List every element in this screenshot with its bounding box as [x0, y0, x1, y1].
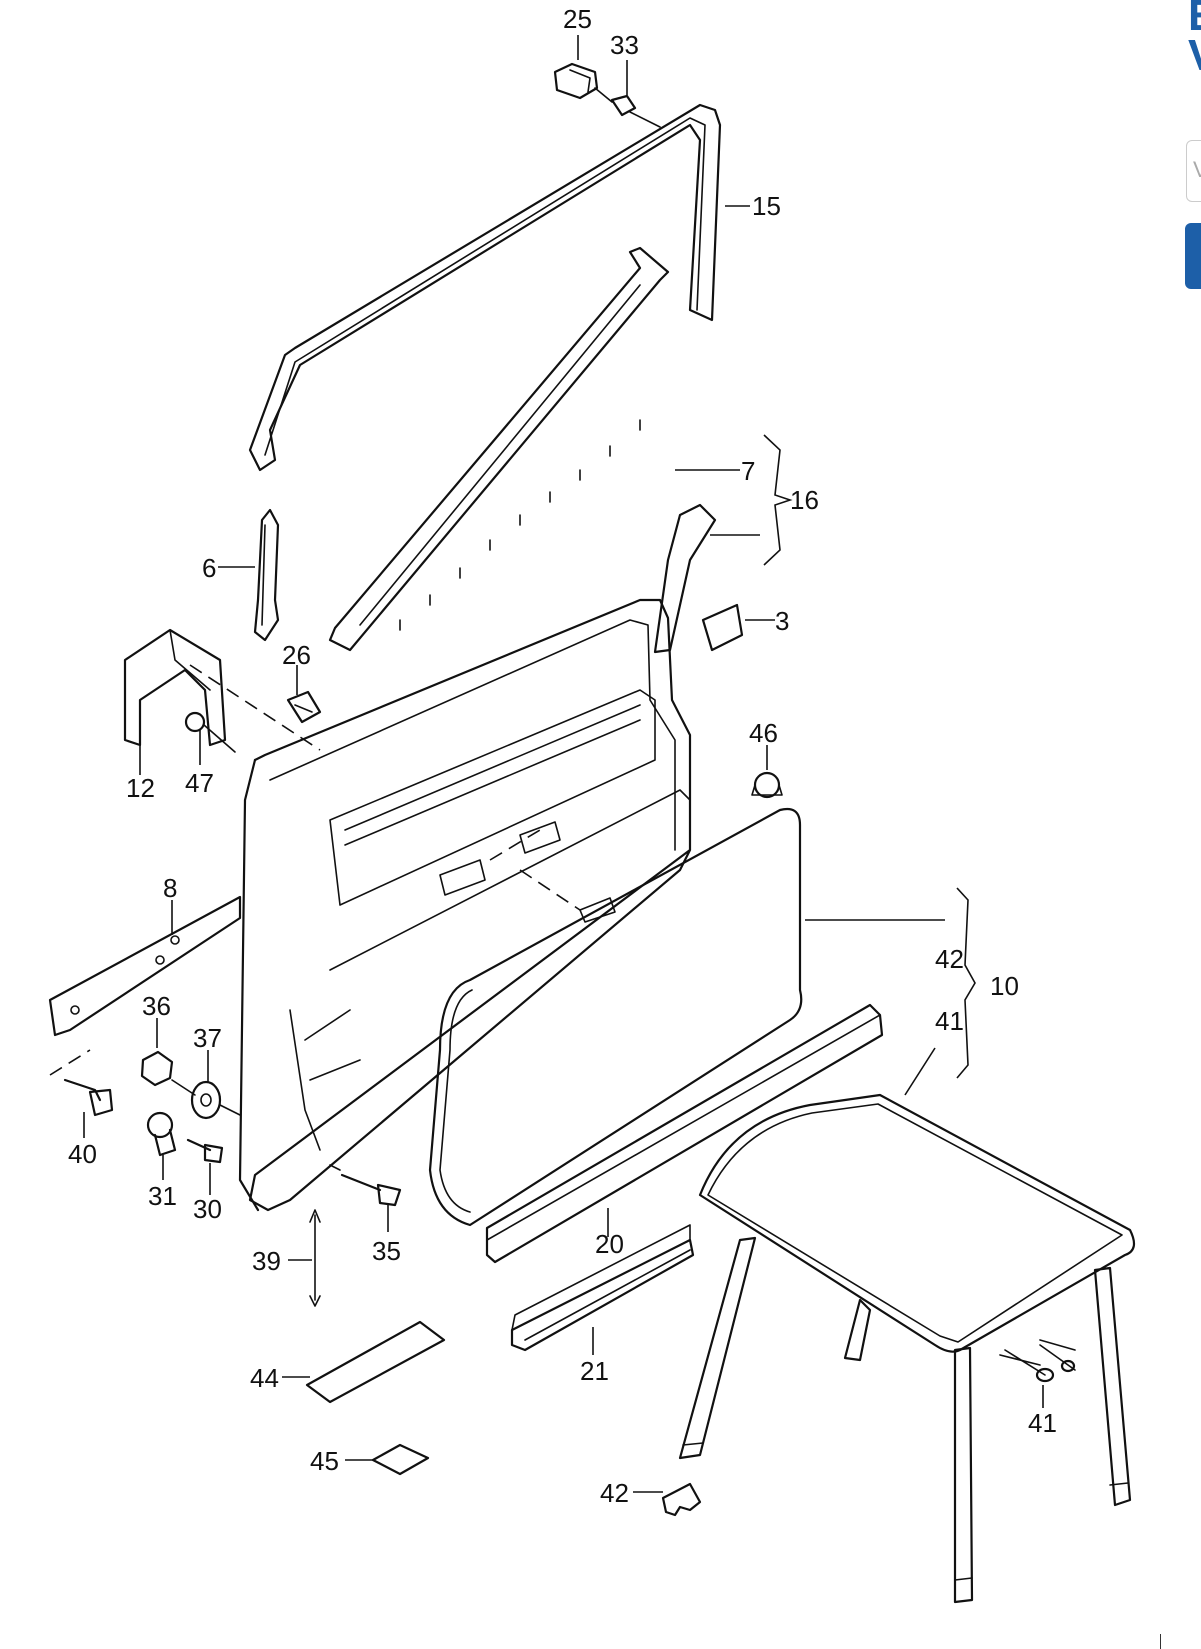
side-panel-title: E V: [1188, 0, 1201, 78]
part-26-clip: [286, 690, 322, 724]
callout-numbers: 25 33 15 7 16 6 3 26 12 47 46 8 42 10 41…: [68, 4, 1057, 1508]
part-21-channel: [510, 1224, 695, 1352]
callout-40: 40: [68, 1139, 97, 1169]
part-30-screw: [186, 1138, 224, 1164]
callout-37: 37: [193, 1023, 222, 1053]
part-44-pad: [305, 1320, 446, 1404]
part-35-screw: [340, 1173, 402, 1207]
part-12-bracket: [123, 628, 227, 747]
callout-15: 15: [752, 191, 781, 221]
side-panel-input-text: V: [1193, 157, 1201, 182]
callout-3: 3: [775, 606, 789, 636]
callout-21: 21: [580, 1356, 609, 1386]
callout-20: 20: [595, 1229, 624, 1259]
part-8-strip: [48, 895, 242, 1037]
callout-10: 10: [990, 971, 1019, 1001]
callout-46: 46: [749, 718, 778, 748]
part-20-strip: [485, 1003, 884, 1264]
leader-lines: [83, 35, 1044, 1493]
part-7-rail: [328, 246, 670, 652]
part-31-spacer: [146, 1111, 177, 1157]
part-3-cover: [701, 603, 744, 652]
callout-41-hardware: 41: [1028, 1408, 1057, 1438]
part-42-clip: [661, 1482, 702, 1517]
part-40-bolt: [63, 1078, 114, 1117]
callout-39: 39: [252, 1246, 281, 1276]
part-39-pin: [309, 1209, 321, 1307]
callout-16: 16: [790, 485, 819, 515]
callout-45: 45: [310, 1446, 339, 1476]
callout-7: 7: [741, 456, 755, 486]
part-45-pad: [371, 1443, 430, 1476]
part-15-window-frame: [248, 103, 722, 472]
callout-12: 12: [126, 773, 155, 803]
callout-36: 36: [142, 991, 171, 1021]
callout-35: 35: [372, 1236, 401, 1266]
part-46-grommet: [751, 771, 783, 799]
callout-8: 8: [163, 873, 177, 903]
callout-25: 25: [563, 4, 592, 34]
callout-31: 31: [148, 1181, 177, 1211]
part-16-rail: [653, 503, 717, 654]
callout-26: 26: [282, 640, 311, 670]
divider-tick: [1160, 1634, 1161, 1649]
part-37-washer: [190, 1080, 222, 1120]
part-47-rivet: [184, 711, 236, 753]
part-6-pull: [253, 508, 280, 642]
callout-44: 44: [250, 1363, 279, 1393]
part-42-insert-panel: [428, 807, 803, 1227]
side-panel-button[interactable]: [1185, 223, 1201, 289]
part-41-table: [678, 1093, 1136, 1604]
side-panel: E V V: [1183, 0, 1201, 1649]
side-panel-input[interactable]: V: [1186, 140, 1201, 202]
part-41-hardware: [1004, 1344, 1076, 1383]
part-33-clip: [610, 94, 637, 117]
part-25-clip: [553, 62, 599, 100]
callout-42-clip: 42: [600, 1478, 629, 1508]
callout-33: 33: [610, 30, 639, 60]
door-panel: [238, 598, 692, 1212]
callout-41: 41: [935, 1006, 964, 1036]
callout-6: 6: [202, 553, 216, 583]
callout-42: 42: [935, 944, 964, 974]
callout-30: 30: [193, 1194, 222, 1224]
callout-47: 47: [185, 768, 214, 798]
part-36-nut: [140, 1050, 174, 1087]
